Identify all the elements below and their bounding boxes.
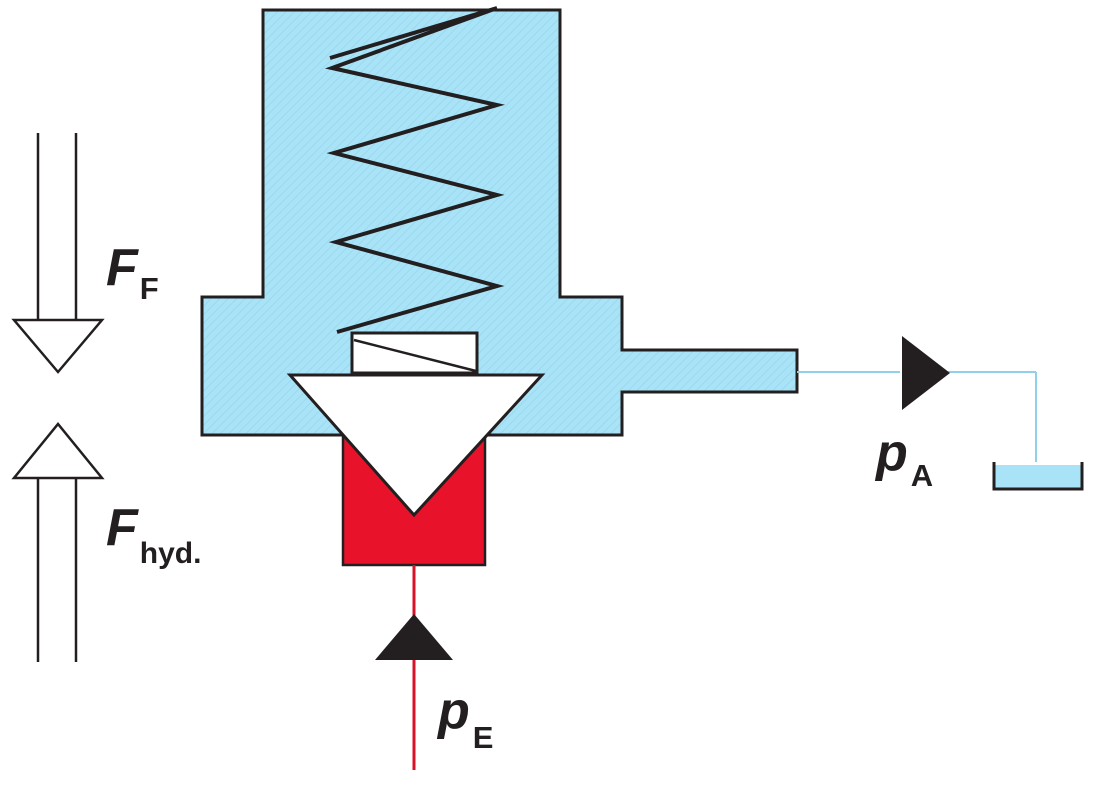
outlet-pressure-symbol bbox=[902, 336, 950, 410]
hydraulic-force-label: Fhyd. bbox=[106, 499, 201, 570]
hydraulic-force-arrow bbox=[11, 422, 105, 662]
spring bbox=[324, 6, 505, 334]
poppet-cone bbox=[286, 373, 546, 518]
valve-housing bbox=[200, 8, 799, 437]
inlet-pressure-label: pE bbox=[436, 682, 493, 755]
tank bbox=[992, 462, 1084, 491]
spring-seat bbox=[350, 331, 479, 375]
spring-force-arrow bbox=[11, 133, 105, 374]
outlet-line bbox=[797, 371, 1037, 462]
outlet-pressure-label: pA bbox=[874, 424, 933, 493]
spring-force-label: FF bbox=[106, 239, 159, 306]
inlet-pressure-symbol bbox=[375, 614, 453, 660]
